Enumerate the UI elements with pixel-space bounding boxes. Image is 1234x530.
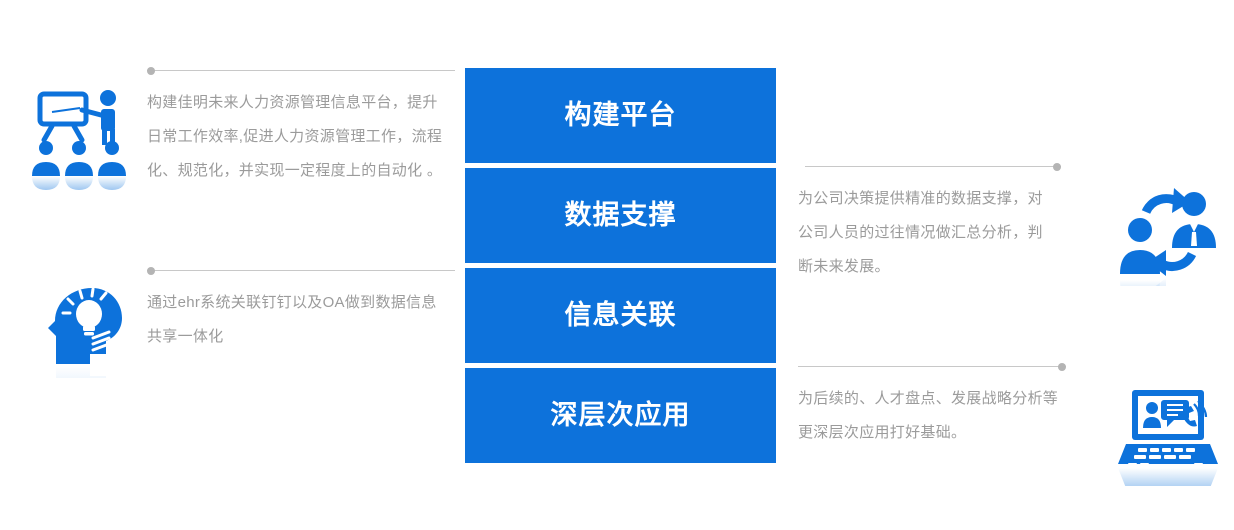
center-box-label: 信息关联 [564, 300, 677, 330]
description-right-1: 为公司决策提供精准的数据支撑，对公司人员的过往情况做汇总分析，判断未来发展。 [798, 190, 1043, 275]
connector-line [147, 70, 455, 71]
description-right-2: 为后续的、人才盘点、发展战略分析等更深层次应用打好基础。 [798, 390, 1059, 441]
center-box-3[interactable]: 信息关联 [465, 268, 776, 363]
connector-line-left-2 [147, 266, 455, 276]
description-left-1: 构建佳明未来人力资源管理信息平台，提升日常工作效率,促进人力资源管理工作，流程化… [147, 94, 443, 179]
center-box-1[interactable]: 构建平台 [465, 68, 776, 163]
center-box-label: 数据支撑 [564, 200, 677, 230]
connector-dot [147, 267, 155, 275]
center-box-4[interactable]: 深层次应用 [465, 368, 776, 463]
description-left-2: 通过ehr系统关联钉钉以及OA做到数据信息共享一体化 [147, 294, 437, 345]
connector-line [805, 166, 1061, 167]
connector-line-right-2 [798, 362, 1066, 372]
connector-dot [1053, 163, 1061, 171]
laptop-communication-icon [1112, 382, 1224, 486]
presentation-training-icon [22, 82, 137, 190]
head-lightbulb-idea-icon [30, 278, 130, 378]
people-exchange-icon [1112, 182, 1224, 286]
connector-line [798, 366, 1066, 367]
connector-dot [1058, 363, 1066, 371]
center-box-label: 构建平台 [564, 100, 677, 130]
center-box-stack: 构建平台 数据支撑 信息关联 深层次应用 [465, 68, 776, 468]
connector-line [147, 270, 455, 271]
connector-line-right-1 [805, 162, 1061, 172]
connector-dot [147, 67, 155, 75]
center-box-2[interactable]: 数据支撑 [465, 168, 776, 263]
connector-line-left-1 [147, 66, 455, 76]
center-box-label: 深层次应用 [550, 400, 691, 430]
